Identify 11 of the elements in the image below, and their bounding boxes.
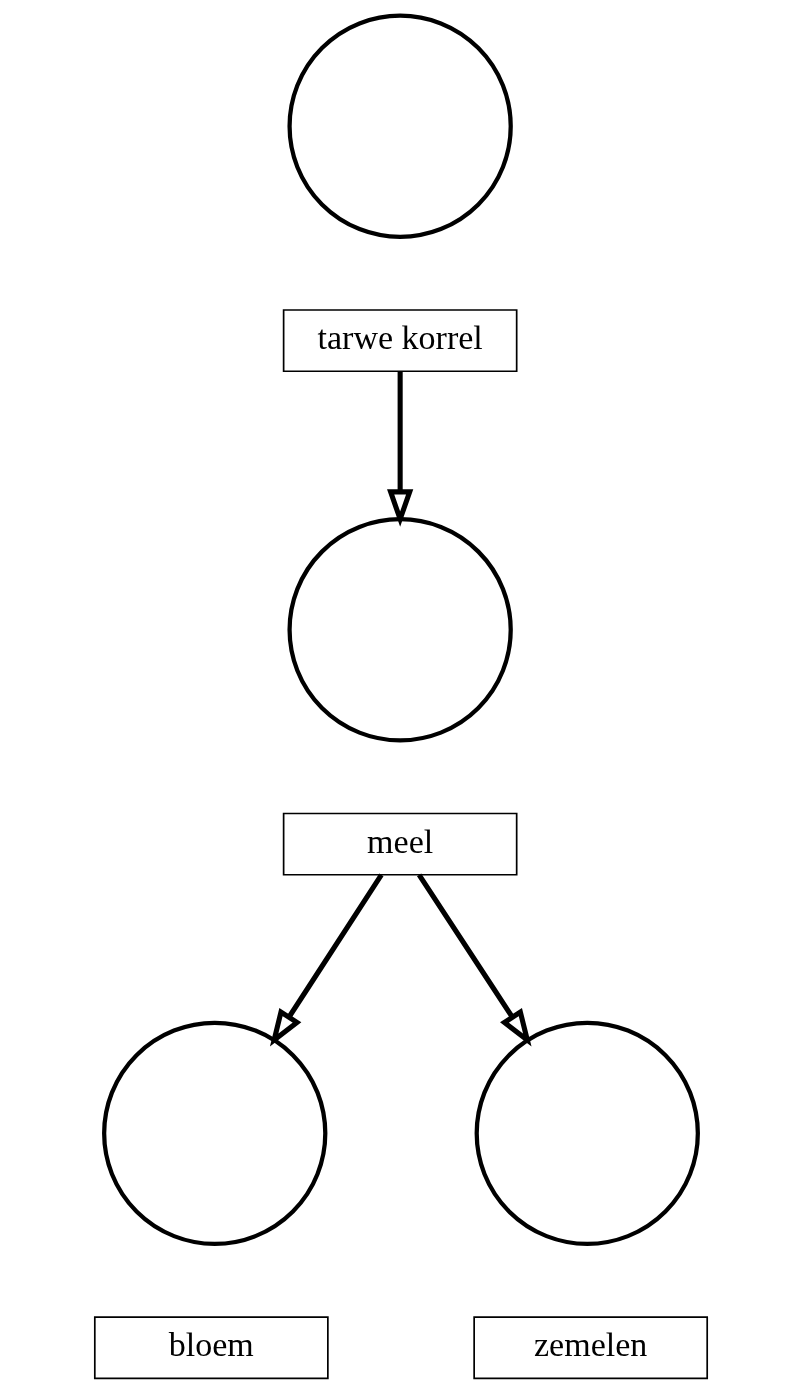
node-box: meel	[282, 812, 517, 876]
node-circle	[286, 13, 513, 239]
node-circle	[474, 1020, 700, 1247]
node-circle	[286, 517, 513, 743]
node-circle	[101, 1020, 327, 1247]
arrow	[269, 873, 383, 1047]
arrow	[386, 371, 413, 527]
node-box: zemelen	[472, 1316, 708, 1380]
node-box: bloem	[93, 1316, 329, 1380]
node-box: tarwe korrel	[282, 309, 517, 373]
arrow	[416, 873, 532, 1047]
